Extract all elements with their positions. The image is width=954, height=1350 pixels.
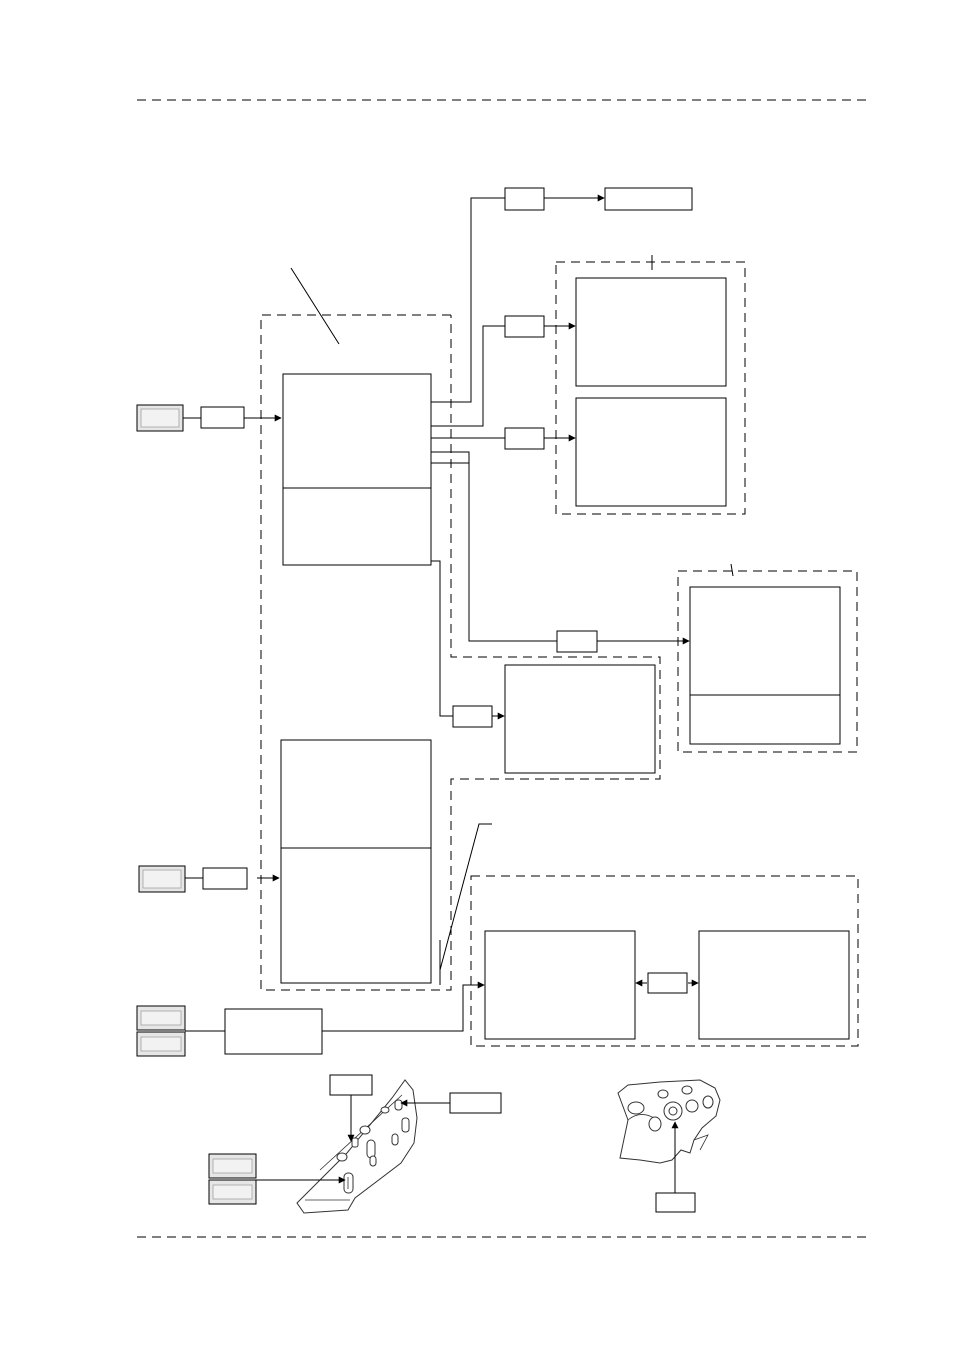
upper-display-block	[575, 277, 727, 387]
bottom-interface-box	[224, 1008, 323, 1055]
right-group-tick	[730, 563, 734, 577]
steering-hub-icon	[617, 1079, 721, 1164]
upper-input-source-inner	[140, 408, 180, 428]
right-module-connector	[556, 630, 598, 653]
mid-module-feed	[431, 560, 453, 717]
bottom-control-group	[470, 875, 859, 1047]
bottom-right-module-block	[698, 930, 850, 1040]
control-panel-icon	[296, 1079, 418, 1214]
top-connector-box	[504, 187, 545, 211]
main-unit-group	[260, 314, 661, 991]
mid-module-block	[504, 664, 656, 774]
top-output-device	[604, 187, 693, 211]
bottom-left-module-block	[484, 930, 636, 1040]
bottom-leader-line	[439, 823, 492, 971]
sub-controller-block	[280, 739, 432, 984]
main-controller-block	[282, 373, 432, 566]
upper-input-connector	[200, 406, 245, 429]
link-connector-box	[647, 972, 688, 994]
right-module-feed-top	[431, 451, 470, 464]
right-module-feed	[468, 463, 557, 642]
upper-display-feed	[431, 325, 505, 427]
bottom-input-source-a-inner	[140, 1010, 182, 1026]
lower-display-block	[575, 397, 727, 507]
hub-label-box	[655, 1192, 696, 1213]
right-module-block	[689, 586, 841, 745]
display-group	[555, 261, 746, 515]
lower-input-connector	[202, 867, 248, 890]
lower-input-source-inner	[142, 869, 182, 889]
mid-module-connector	[452, 705, 493, 728]
group-leader-line	[290, 267, 340, 345]
panel-top-label-box	[329, 1074, 373, 1096]
panel-input-source-a-inner	[212, 1158, 253, 1174]
panel-input-source-b-inner	[212, 1184, 253, 1200]
lower-display-connector	[504, 427, 545, 450]
upper-display-connector	[504, 315, 545, 338]
bottom-interface-feed	[322, 981, 485, 1032]
panel-right-label-box	[449, 1092, 502, 1114]
top-output-line	[431, 197, 505, 403]
bottom-input-source-b-inner	[140, 1036, 182, 1052]
